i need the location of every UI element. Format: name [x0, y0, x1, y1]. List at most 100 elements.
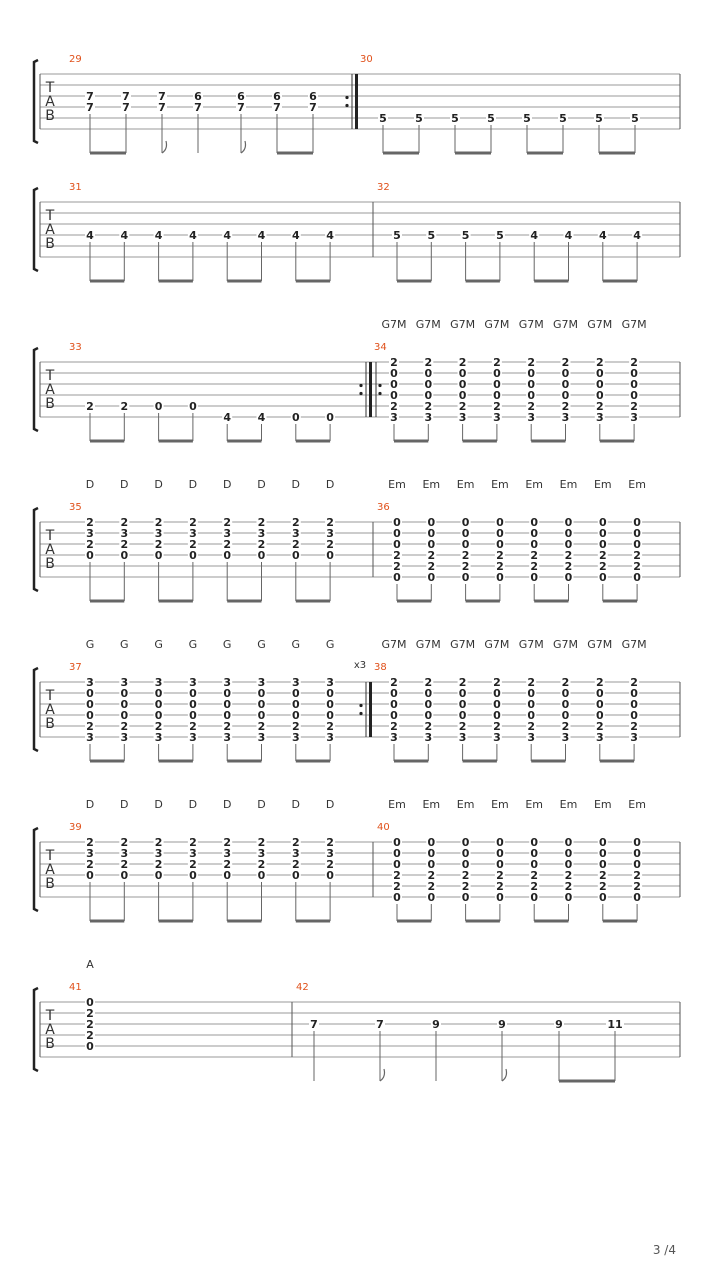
fret-number: 5 — [496, 229, 504, 242]
fret-mask — [392, 561, 402, 571]
fret-mask — [256, 528, 267, 538]
fret-mask — [85, 732, 95, 742]
fret-number: 5 — [595, 112, 603, 125]
fret-number: 0 — [258, 869, 266, 882]
fret-mask — [392, 859, 402, 869]
fret-mask — [119, 699, 130, 709]
fret-mask — [457, 677, 468, 687]
fret-number: 0 — [462, 516, 470, 529]
tab-note: 5 — [414, 112, 424, 153]
fret-mask — [630, 113, 640, 123]
fret-mask — [594, 732, 605, 742]
repeat-dot — [378, 383, 382, 388]
fret-mask — [529, 837, 540, 847]
chord-name: D — [223, 478, 231, 491]
fret-mask — [378, 113, 388, 123]
fret-number: 0 — [462, 571, 470, 584]
fret-mask — [560, 688, 571, 698]
fret-mask — [460, 848, 471, 858]
fret-number: 0 — [86, 709, 94, 722]
fret-mask — [222, 859, 233, 869]
fret-number: 3 — [326, 676, 334, 689]
chord-name: G7M — [587, 638, 612, 651]
fret-mask — [85, 677, 95, 687]
repeat-dot — [359, 391, 363, 396]
fret-mask — [629, 368, 640, 378]
fret-mask — [389, 699, 399, 709]
fret-mask — [632, 892, 643, 902]
fret-mask — [554, 1019, 564, 1029]
fret-mask — [457, 710, 468, 720]
fret-mask — [187, 699, 198, 709]
fret-mask — [526, 390, 537, 400]
fret-mask — [460, 859, 471, 869]
fret-mask — [256, 539, 267, 549]
fret-number: 3 — [155, 731, 163, 744]
fret-number: 4 — [120, 229, 128, 242]
fret-mask — [187, 732, 198, 742]
chord-name: D — [326, 478, 334, 491]
fret-mask — [632, 517, 643, 527]
fret-mask — [632, 848, 643, 858]
chord-name: Em — [491, 798, 509, 811]
fret-mask — [392, 892, 402, 902]
fret-number: 0 — [565, 516, 573, 529]
repeat-count: x3 — [354, 660, 366, 671]
fret-mask — [256, 721, 267, 731]
fret-mask — [119, 870, 130, 880]
fret-number: 0 — [258, 698, 266, 711]
fret-number: 3 — [326, 847, 334, 860]
tab-note: 67 — [193, 90, 203, 153]
fret-mask — [563, 870, 574, 880]
tab-note: 5 — [392, 229, 402, 281]
tab-note: 9 — [431, 1018, 441, 1081]
fret-number: 0 — [493, 698, 501, 711]
fret-number: 0 — [155, 869, 163, 882]
fret-mask — [290, 870, 301, 880]
fret-mask — [606, 1019, 624, 1029]
fret-number: 2 — [292, 720, 300, 733]
fret-mask — [426, 881, 437, 891]
chord-name: Em — [628, 798, 646, 811]
fret-number: 0 — [292, 698, 300, 711]
fret-number: 3 — [189, 731, 197, 744]
fret-number: 0 — [527, 687, 535, 700]
fret-mask — [526, 688, 537, 698]
tab-note: 5 — [378, 112, 388, 153]
fret-mask — [389, 379, 399, 389]
chord-name: Em — [594, 798, 612, 811]
fret-mask — [121, 102, 131, 112]
fret-number: 2 — [530, 880, 538, 893]
fret-number: 0 — [493, 367, 501, 380]
fret-number: 3 — [292, 847, 300, 860]
fret-mask — [460, 550, 471, 560]
fret-number: 7 — [158, 101, 166, 114]
fret-mask — [529, 572, 540, 582]
fret-mask — [491, 721, 502, 731]
fret-mask — [491, 379, 502, 389]
tab-note: 5 — [460, 229, 471, 281]
fret-number: 7 — [273, 101, 281, 114]
fret-mask — [256, 688, 267, 698]
fret-mask — [290, 859, 301, 869]
fret-mask — [157, 102, 167, 112]
chord-name: D — [189, 478, 197, 491]
tab-note: 5 — [426, 229, 437, 281]
fret-number: 0 — [565, 891, 573, 904]
fret-mask — [594, 710, 605, 720]
fret-mask — [272, 102, 282, 112]
fret-mask — [85, 688, 95, 698]
fret-mask — [629, 710, 640, 720]
tab-clef-letter: B — [45, 236, 55, 252]
fret-number: 7 — [310, 1018, 318, 1031]
fret-mask — [594, 368, 605, 378]
fret-number: 2 — [424, 400, 432, 413]
